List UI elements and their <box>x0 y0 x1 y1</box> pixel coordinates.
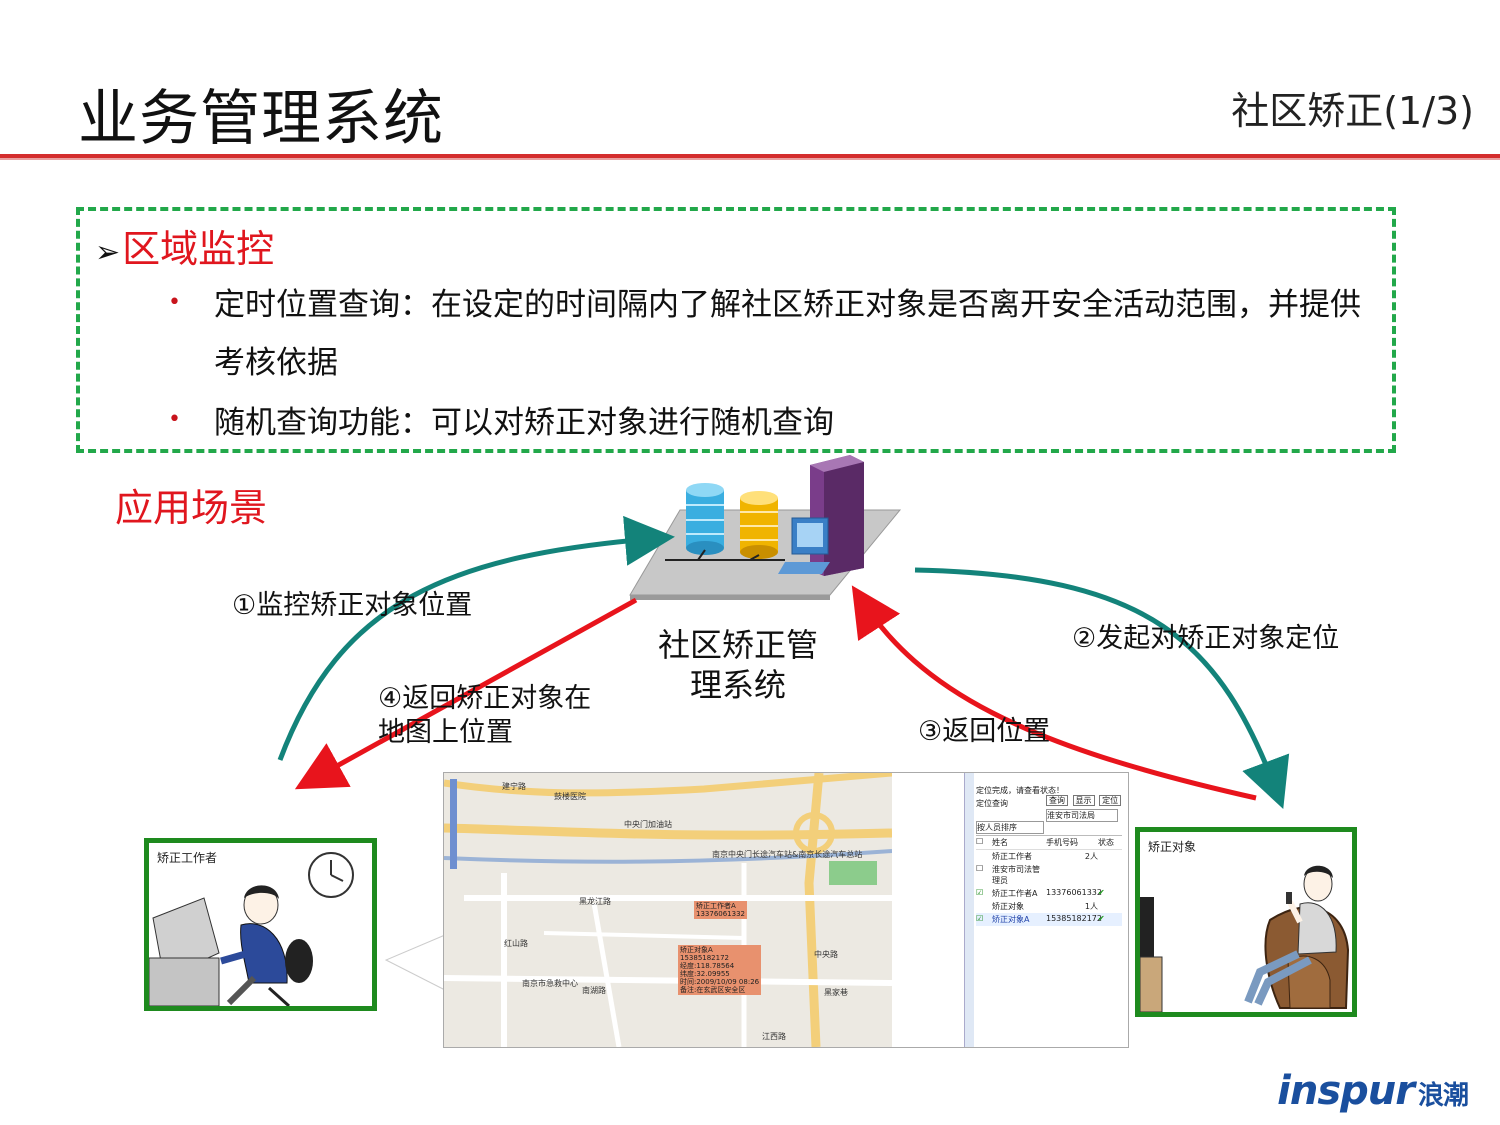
map-road-label: 中央路 <box>814 950 838 959</box>
row-name: 矫正对象A <box>992 915 1030 924</box>
bullet-dot-icon: • <box>168 290 181 315</box>
map-roads <box>444 773 892 1047</box>
blue-database-icon <box>686 483 724 555</box>
map-road-label: 建宁路 <box>502 782 526 791</box>
sort-select[interactable]: 按人员排序 <box>976 821 1044 834</box>
map-road-label: 鼓楼医院 <box>554 792 586 801</box>
row-phone: 15385182172 <box>1046 914 1102 923</box>
query-button[interactable]: 查询 <box>1046 795 1068 806</box>
tv-icon <box>1140 897 1163 1012</box>
status-ok-icon: ✔ <box>1098 888 1105 897</box>
table-row[interactable]: 矫正工作者 2人 <box>976 850 1122 863</box>
table-row[interactable]: 矫正对象 1人 <box>976 900 1122 913</box>
bullet-dot-icon: • <box>168 407 181 432</box>
row-name: 淮安市司法管理员 <box>992 865 1040 885</box>
computer-icon <box>778 517 830 574</box>
table-row[interactable]: ☐ 淮安市司法管理员 <box>976 863 1122 887</box>
map-road-label: 南京中央门长途汽车站&南京长途汽车总站 <box>712 850 863 859</box>
step2-label: ②发起对矫正对象定位 <box>1072 623 1340 654</box>
subject-caption: 矫正对象 <box>1148 840 1197 854</box>
row-phone: 13376061332 <box>1046 888 1102 897</box>
select-all-checkbox[interactable]: ☐ <box>976 837 984 846</box>
table-row[interactable]: ☑ 矫正工作者A 13376061332 ✔ <box>976 887 1122 900</box>
locate-button[interactable]: 定位 <box>1099 795 1122 806</box>
subject-popup[interactable]: 矫正对象A 15385182172 经度:118.78564 纬度:32.099… <box>678 945 762 995</box>
map-screenshot: 建宁路 鼓楼医院 中央门加油站 南京中央门长途汽车站&南京长途汽车总站 黑龙江路… <box>443 772 1129 1048</box>
row-count: 2人 <box>1084 852 1098 861</box>
person-at-desk-icon <box>220 885 313 1006</box>
map-road-label: 黑龙江路 <box>579 897 611 906</box>
arrow-step4 <box>294 597 638 790</box>
monitor-icon <box>149 897 220 1006</box>
popup-line: 13376061332 <box>696 910 745 918</box>
row-name: 矫正对象 <box>992 902 1024 911</box>
person-with-phone-icon <box>1244 865 1337 1006</box>
org-select[interactable]: 淮安市司法局 <box>1046 809 1118 822</box>
side-query-label: 定位查询 <box>976 799 1008 808</box>
logo-brand: inspur <box>1277 1068 1415 1114</box>
worker-caption: 矫正工作者 <box>157 851 218 865</box>
scene-heading: 应用场景 <box>115 486 268 530</box>
map-road-label: 南湖路 <box>582 986 606 995</box>
row-checkbox[interactable]: ☐ <box>976 864 984 873</box>
popup-line: 经度:118.78564 <box>680 962 735 970</box>
section-box <box>76 207 1396 453</box>
table-row[interactable]: ☑ 矫正对象A 15385182172 ✔ <box>976 913 1122 926</box>
header-divider-shadow <box>0 158 1500 160</box>
page-subtitle: 社区矫正(1/3) <box>1231 89 1474 133</box>
section-heading-text: 区域监控 <box>122 227 275 271</box>
col-header-name: 姓名 <box>992 838 1008 847</box>
arrow-step2 <box>914 567 1290 810</box>
map-road-label: 红山路 <box>504 939 528 948</box>
side-scrollbar[interactable] <box>964 773 975 1047</box>
page-title: 业务管理系统 <box>78 84 444 154</box>
system-label: 社区矫正管理系统 <box>657 626 818 704</box>
row-name: 矫正工作者A <box>992 889 1038 898</box>
header-divider <box>0 154 1500 158</box>
step1-label: ①监控矫正对象位置 <box>232 590 473 621</box>
popup-line: 备注:在玄武区安全区 <box>680 986 746 994</box>
clock-icon <box>308 852 354 898</box>
arrow-bullet-icon: ➢ <box>95 235 121 270</box>
step3-label: ③返回位置 <box>918 716 1051 747</box>
section-heading: ➢区域监控 <box>95 218 274 273</box>
popup-line: 15385182172 <box>680 954 729 962</box>
col-header-status: 状态 <box>1098 838 1114 847</box>
bullet-item-2: 随机查询功能：可以对矫正对象进行随机查询 <box>214 405 834 441</box>
map-road-label: 中央门加油站 <box>624 820 672 829</box>
step4-label-line2: 地图上位置 <box>378 717 513 748</box>
arrow-step1 <box>277 515 675 761</box>
worker-popup[interactable]: 矫正工作者A 13376061332 <box>694 901 747 919</box>
popup-line: 纬度:32.09955 <box>680 970 730 978</box>
worker-panel: 矫正工作者 <box>144 838 377 1011</box>
row-checkbox-checked[interactable]: ☑ <box>976 888 984 897</box>
subject-illustration <box>1140 865 1350 1012</box>
yellow-database-icon <box>740 491 778 559</box>
popup-line: 矫正对象A <box>680 946 713 954</box>
subject-panel: 矫正对象 <box>1135 827 1357 1017</box>
map-road-label: 江西路 <box>762 1032 786 1041</box>
side-notice: 定位完成，请查看状态！ <box>976 786 1064 795</box>
logo-cn: 浪潮 <box>1417 1081 1469 1111</box>
row-name: 矫正工作者 <box>992 852 1032 861</box>
row-count: 1人 <box>1084 902 1098 911</box>
step4-label-line1: ④返回矫正对象在 <box>378 683 592 714</box>
worker-illustration <box>149 852 354 1006</box>
map-view[interactable]: 建宁路 鼓楼医院 中央门加油站 南京中央门长途汽车站&南京长途汽车总站 黑龙江路… <box>444 773 892 1047</box>
popup-line: 矫正工作者A <box>696 902 736 910</box>
arrow-step3 <box>851 585 1257 801</box>
bullet-item-1: 定时位置查询：在设定的时间隔内了解社区矫正对象是否离开安全活动范围，并提供考核依… <box>214 287 1361 381</box>
row-checkbox-checked[interactable]: ☑ <box>976 914 984 923</box>
show-button[interactable]: 显示 <box>1072 795 1095 806</box>
status-ok-icon: ✔ <box>1098 914 1105 923</box>
map-road-label: 黑家巷 <box>824 988 848 997</box>
col-header-phone: 手机号码 <box>1046 838 1078 847</box>
map-road-label: 南京市急救中心 <box>522 979 578 988</box>
side-panel: 定位完成，请查看状态！ 定位查询 查询 显示 定位 淮安市司法局 按人员排序 ☐… <box>974 773 1128 1047</box>
popup-line: 时间:2009/10/09 08:26 <box>680 978 760 986</box>
server-illustration <box>629 455 902 600</box>
